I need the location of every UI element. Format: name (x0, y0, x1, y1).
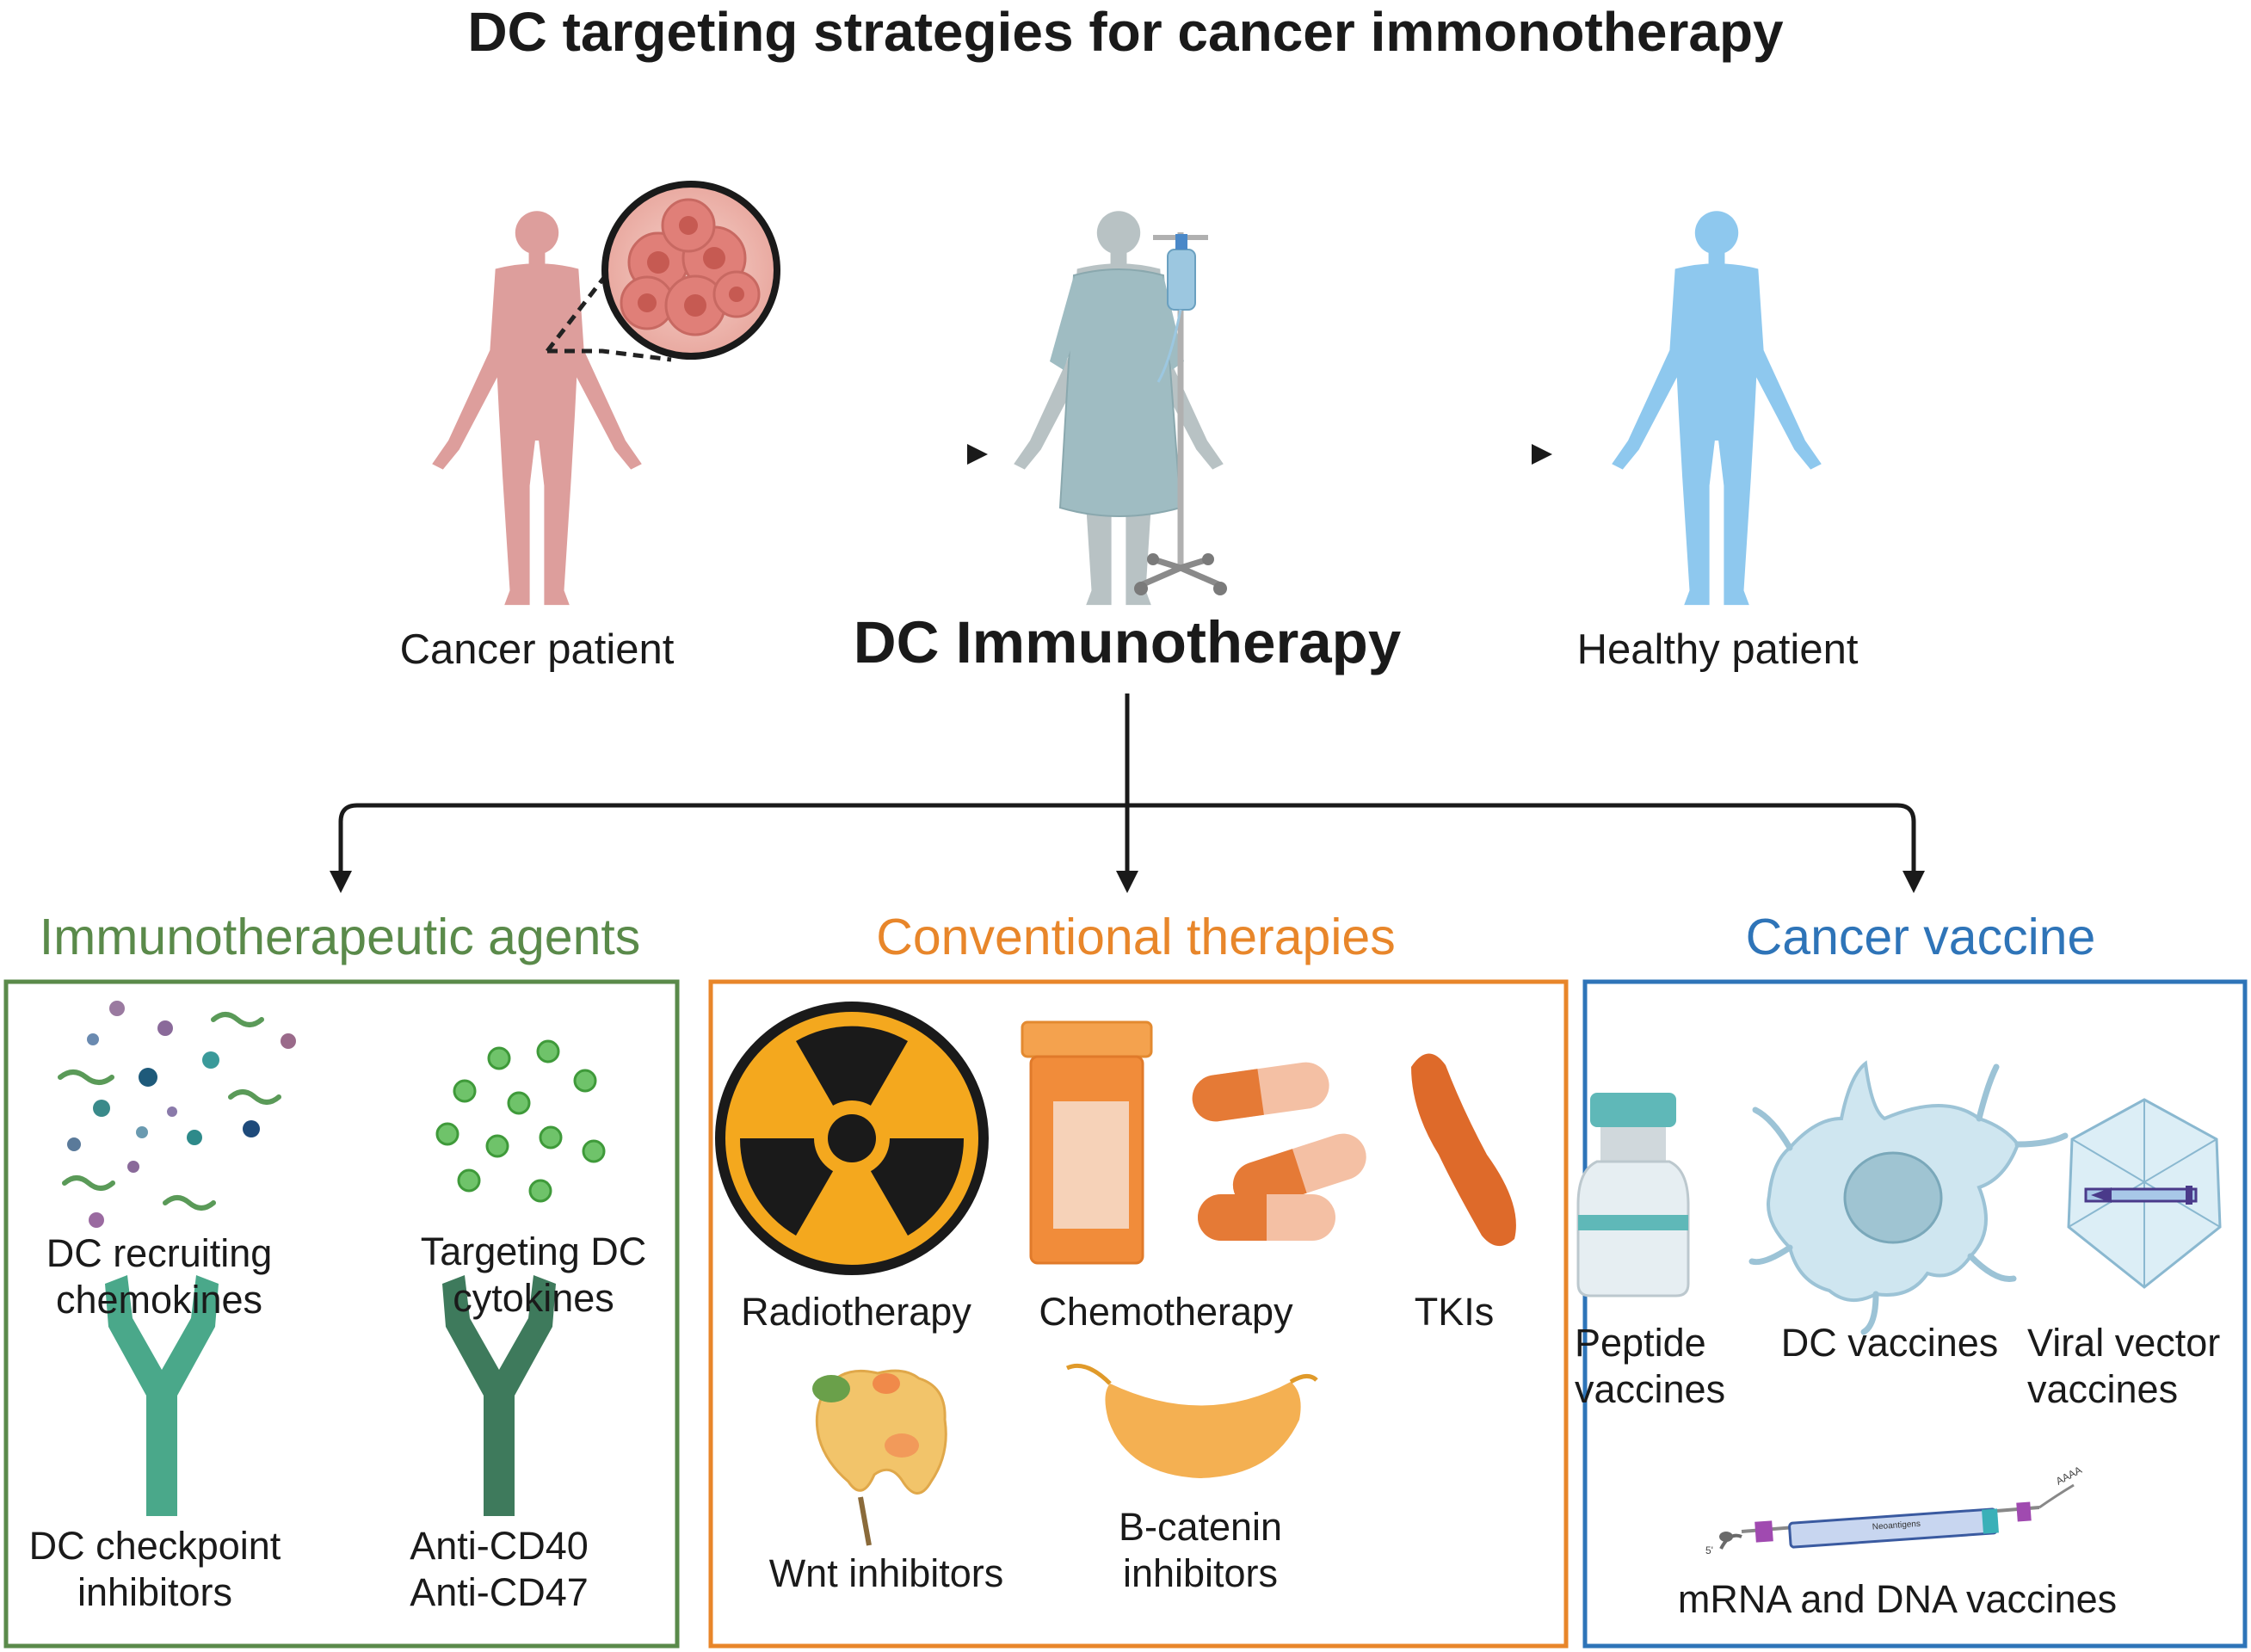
item-line: Viral vector (2027, 1321, 2221, 1365)
branch-arrows (338, 693, 1916, 874)
item-line: DC checkpoint (28, 1524, 281, 1568)
item-line: Targeting DC (420, 1230, 647, 1273)
item-wnt-inhibitors: Wnt inhibitors (768, 1551, 1004, 1595)
cancer-vaccine-box (1582, 979, 2248, 1649)
b-catenin-protein-icon (1065, 1363, 1318, 1478)
healthy-patient-label: Healthy patient (1576, 626, 1859, 673)
item-anti-cd40-cd47: Anti-CD40 Anti-CD47 (370, 1523, 628, 1616)
item-line: cytokines (453, 1276, 614, 1320)
mrna-construct-icon: 5' Neoantigens AAAA (1705, 1464, 2084, 1556)
item-line: vaccines (1575, 1367, 1726, 1411)
tumor-cells-magnifier-icon (546, 181, 780, 362)
item-dc-vaccines: DC vaccines (1780, 1321, 1999, 1365)
category-conventional-therapies: Conventional therapies (876, 909, 1396, 965)
item-line: DC recruiting (46, 1231, 273, 1275)
wnt-protein-icon (812, 1369, 947, 1546)
item-dc-recruiting-chemokines: DC recruiting chemokines (17, 1230, 301, 1323)
item-line: inhibitors (1122, 1551, 1279, 1595)
item-line: Anti-CD40 (410, 1524, 589, 1568)
item-line: inhibitors (77, 1570, 233, 1614)
item-mrna-dna-vaccines: mRNA and DNA vaccines (1677, 1577, 2118, 1621)
construct-5prime-label: 5' (1705, 1544, 1713, 1556)
conventional-therapies-box (708, 979, 1569, 1649)
dc-immunotherapy-label: DC Immunotherapy (853, 609, 1402, 675)
item-line: chemokines (55, 1278, 263, 1322)
hospital-patient-iv-icon (1014, 211, 1227, 606)
item-line: Peptide (1575, 1321, 1706, 1365)
page-title: DC targeting strategies for cancer immon… (467, 1, 1784, 63)
capsule-icon (1192, 1062, 1366, 1241)
item-tkis: TKIs (1414, 1290, 1495, 1334)
item-radiotherapy: Radiotherapy (741, 1290, 971, 1334)
tki-molecule-icon (1411, 1053, 1516, 1247)
vaccine-vial-icon (1576, 1093, 1690, 1298)
cancer-patient-label: Cancer patient (399, 626, 675, 673)
construct-polya-label: AAAA (2054, 1464, 2084, 1487)
item-b-catenin-inhibitors: B-catenin inhibitors (1067, 1504, 1334, 1597)
category-immunotherapeutic-agents: Immunotherapeutic agents (39, 909, 641, 965)
item-viral-vector-vaccines: Viral vector vaccines (2027, 1320, 2248, 1413)
chemokine-molecules-icon (58, 1001, 296, 1228)
pill-bottle-icon (1021, 1020, 1153, 1265)
healthy-patient-icon (1612, 211, 1822, 606)
item-targeting-dc-cytokines: Targeting DC cytokines (396, 1229, 671, 1322)
viral-capsid-icon (2067, 1098, 2222, 1289)
item-line: B-catenin (1118, 1505, 1283, 1549)
radiation-icon (715, 1002, 989, 1275)
item-line: Anti-CD47 (410, 1570, 589, 1614)
immunotherapeutic-agents-box (3, 979, 680, 1649)
category-cancer-vaccine: Cancer vaccine (1745, 909, 2096, 965)
dendritic-cell-icon (1748, 1060, 2069, 1335)
item-chemotherapy: Chemotherapy (1039, 1290, 1293, 1334)
item-dc-checkpoint-inhibitors: DC checkpoint inhibitors (9, 1523, 301, 1616)
item-line: vaccines (2027, 1367, 2179, 1411)
construct-insert-label: Neoantigens (1872, 1519, 1921, 1532)
cytokine-molecules-icon (435, 1039, 606, 1203)
item-peptide-vaccines: Peptide vaccines (1575, 1320, 1781, 1413)
